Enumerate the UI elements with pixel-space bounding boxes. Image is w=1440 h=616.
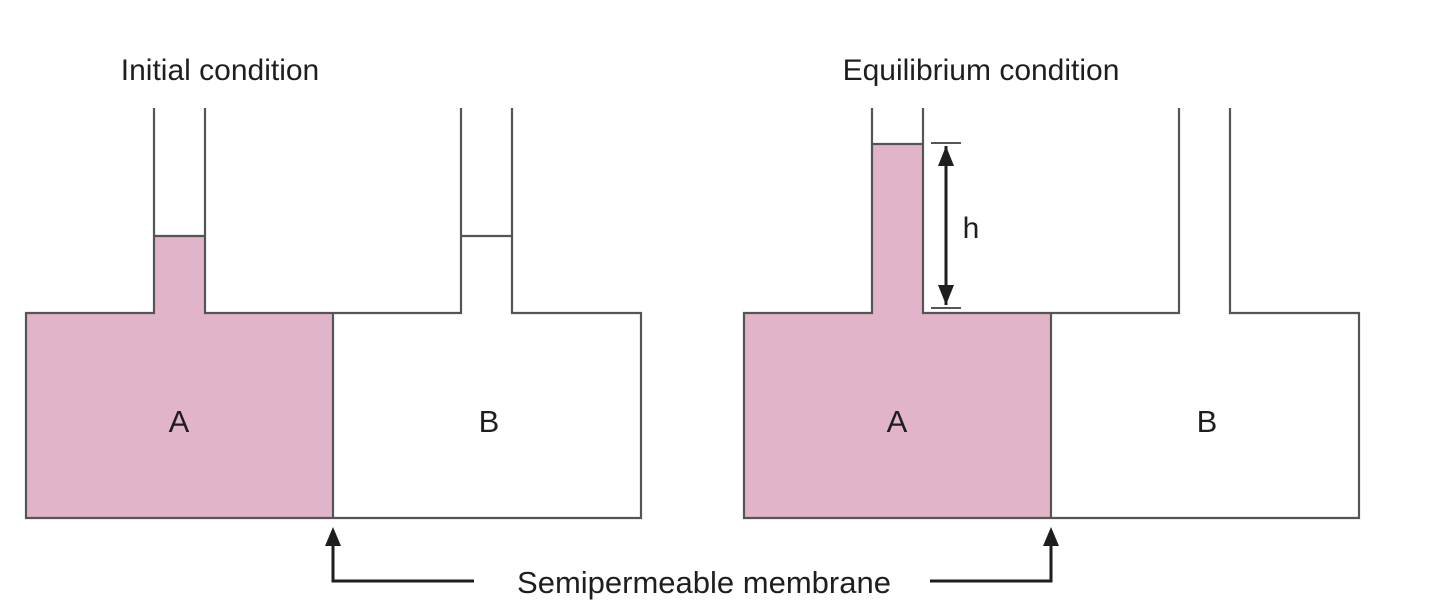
equilibrium-chamber-a-label: A <box>887 404 908 439</box>
initial-chamber-a-label: A <box>169 404 190 439</box>
equilibrium-condition-title: Equilibrium condition <box>843 54 1120 87</box>
membrane-callout: Semipermeable membrane <box>325 527 1059 600</box>
equilibrium-tube-a-solution <box>872 144 923 314</box>
membrane-pointer-right <box>930 540 1053 583</box>
initial-chamber-a-solution <box>26 313 333 518</box>
initial-chamber-b-label: B <box>479 404 500 439</box>
equilibrium-chamber-a-solution <box>744 313 1051 518</box>
height-indicator <box>931 142 961 309</box>
membrane-label: Semipermeable membrane <box>517 565 891 600</box>
equilibrium-condition-panel: Equilibrium condition h A B <box>742 54 1361 520</box>
initial-tube-a-solution <box>154 236 205 314</box>
equilibrium-chamber-b-label: B <box>1197 404 1218 439</box>
membrane-pointer-left <box>331 540 474 583</box>
initial-condition-panel: Initial condition A B <box>24 54 643 520</box>
initial-condition-title: Initial condition <box>121 54 319 87</box>
height-label: h <box>963 212 980 245</box>
